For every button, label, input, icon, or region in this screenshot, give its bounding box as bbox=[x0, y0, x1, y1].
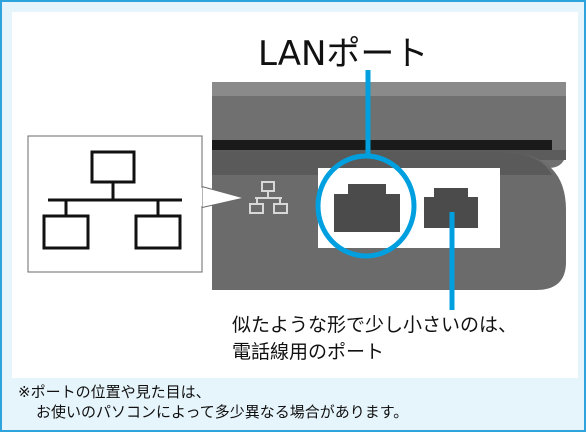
lan-port-icon bbox=[334, 184, 400, 232]
phone-port-caption: 似たような形で少し小さいのは、 電話線用のポート bbox=[232, 312, 582, 366]
caption-line-1: 似たような形で少し小さいのは、 bbox=[232, 314, 518, 336]
small-network-icon bbox=[249, 181, 288, 214]
footnote: ※ポートの位置や見た目は、 お使いのパソコンによって多少異なる場合があります。 bbox=[18, 382, 578, 422]
network-icon-callout bbox=[27, 135, 245, 273]
caption-line-2: 電話線用のポート bbox=[232, 341, 385, 363]
footnote-line-2: お使いのパソコンによって多少異なる場合があります。 bbox=[36, 403, 409, 421]
phone-port-icon bbox=[424, 188, 478, 228]
footnote-line-1: ※ポートの位置や見た目は、 bbox=[18, 383, 211, 401]
network-icon bbox=[42, 150, 182, 250]
lan-port-label: LANポート bbox=[258, 34, 429, 74]
